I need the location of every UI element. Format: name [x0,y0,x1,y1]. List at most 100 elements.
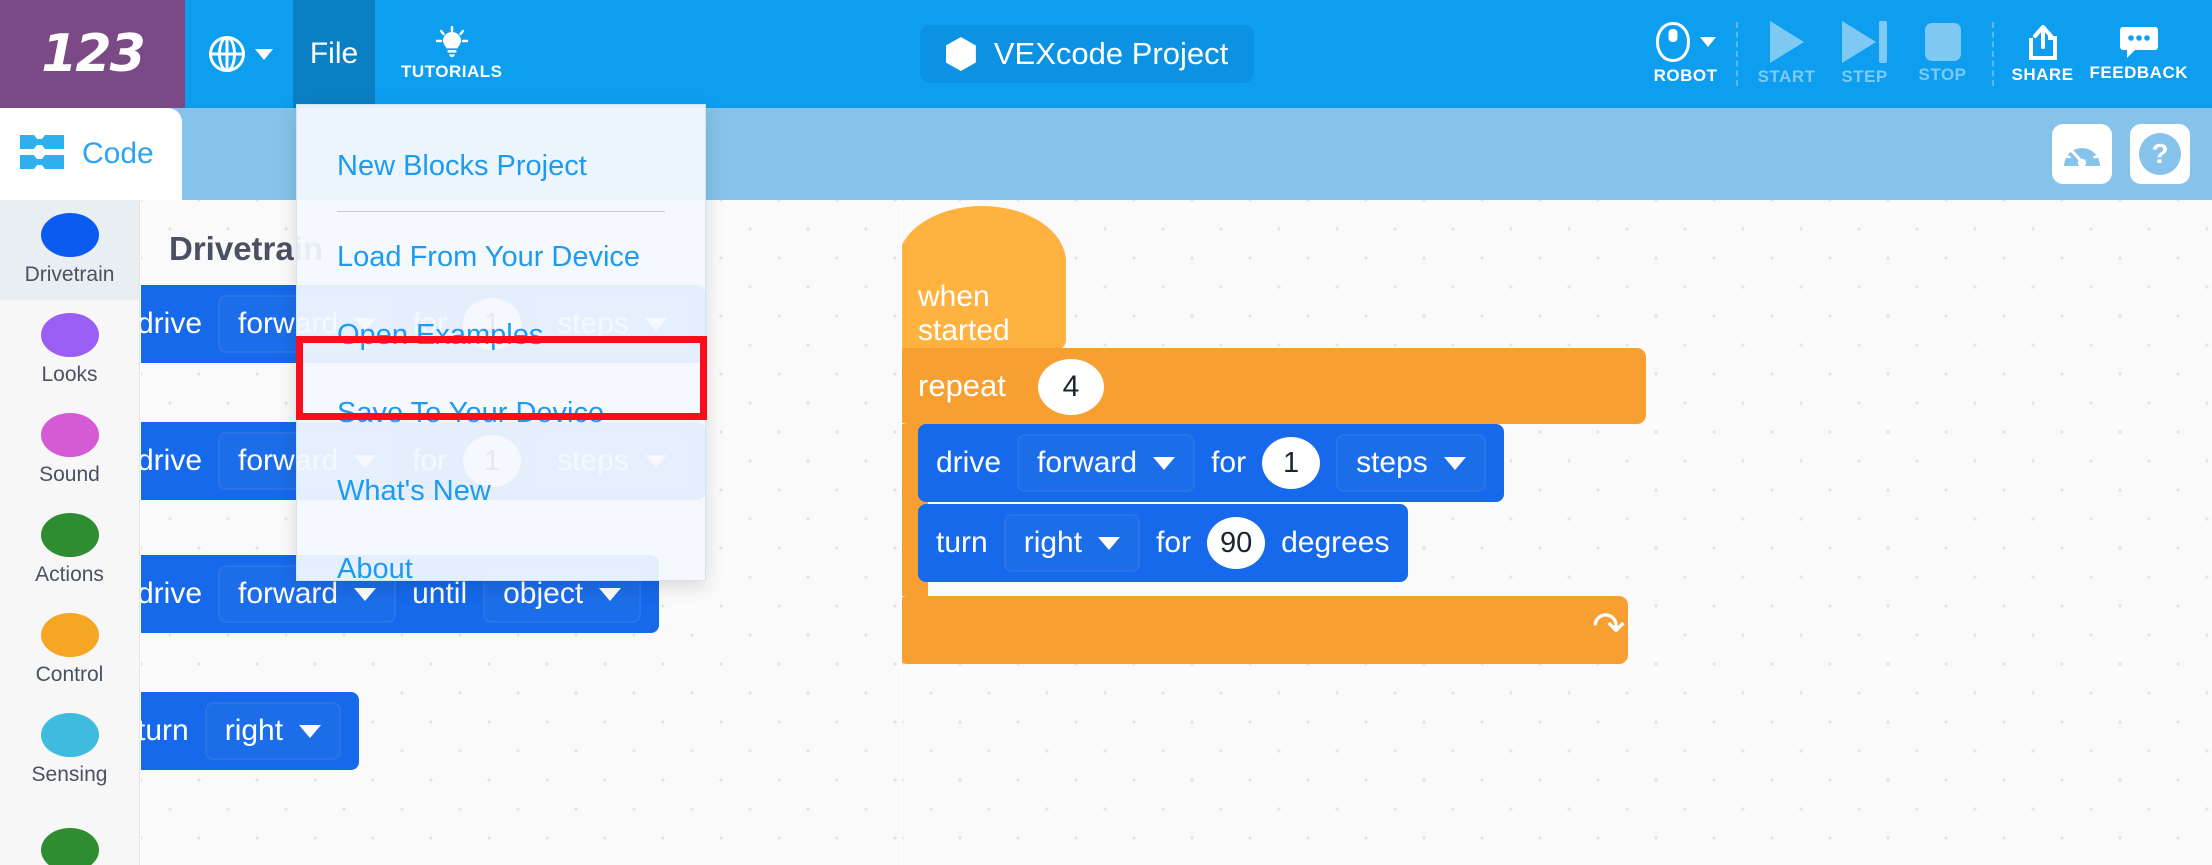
toolbar-divider [1991,22,1994,86]
direction-dropdown[interactable]: right [204,702,342,760]
amount-input[interactable]: 1 [1262,437,1321,489]
subheader-actions: ? [2052,108,2190,200]
category-dot [40,613,99,657]
sidebar-item-sensing[interactable]: Sensing [0,700,139,800]
toolbar-actions: ROBOT START STEP STOP [1646,0,2212,108]
block-label: drive [141,307,203,340]
loop-arrow-icon: ↷ [1592,605,1626,649]
play-icon [1769,21,1804,63]
share-button[interactable]: SHARE [2004,0,2082,108]
repeat-count-input[interactable]: 4 [1038,359,1104,415]
sidebar-item-looks[interactable]: Looks [0,300,139,400]
direction-dropdown[interactable]: forward [218,565,397,623]
code-workspace: when started repeat 4 ↷ drive forward fo… [902,200,2212,865]
category-dot [40,213,99,257]
robot-button[interactable]: ROBOT [1646,0,1726,108]
degrees-input[interactable]: 90 [1207,517,1266,569]
sidebar-item-sound[interactable]: Sound [0,400,139,500]
block-label: drive [141,444,203,477]
step-icon [1842,21,1888,63]
hexagon-icon [945,37,976,71]
sidebar-item-drivetrain[interactable]: Drivetrain [0,200,139,300]
block-label: for [1211,446,1247,479]
toolbar-divider [1735,22,1738,86]
globe-icon [209,36,245,72]
block-when-started[interactable]: when started [902,206,1066,350]
sidebar-item-control[interactable]: Control [0,600,139,700]
category-dot [40,413,99,457]
start-button[interactable]: START [1748,0,1826,108]
chevron-down-icon [1098,536,1121,550]
chevron-down-icon [1153,456,1176,470]
block-label: for [1156,526,1192,559]
share-label: SHARE [2011,65,2074,84]
chevron-down-icon [1443,456,1466,470]
robot-label: ROBOT [1653,66,1718,85]
robot-icon [1655,22,1690,62]
menu-item-open-examples[interactable]: Open Examples [337,318,544,351]
lightbulb-icon [435,26,469,60]
menu-item-load-from-your-device[interactable]: Load From Your Device [337,240,641,273]
sidebar-item-label: Control [35,663,104,686]
block-label: turn [141,714,189,747]
dropdown-value: right [224,714,284,747]
block-label: repeat [918,368,1006,403]
stop-button[interactable]: STOP [1904,0,1982,108]
menu-item-about[interactable]: About [337,552,413,585]
stop-label: STOP [1918,65,1967,84]
sidebar-item-next[interactable] [0,800,139,865]
sidebar-item-label: Sound [39,463,100,486]
hat-cap [902,206,1066,266]
unit-dropdown[interactable]: steps [1336,434,1486,492]
sidebar-item-label: Drivetrain [24,263,115,286]
block-label: when started [918,280,1010,347]
dropdown-value: right [1023,526,1083,559]
sidebar-item-label: Sensing [31,763,108,786]
language-selector[interactable] [185,0,293,108]
chevron-down-icon [1699,37,1716,47]
feedback-button[interactable]: FEEDBACK [2082,0,2196,108]
tab-code[interactable]: Code [0,108,182,200]
category-sidebar: Drivetrain Looks Sound Actions Control S… [0,200,140,865]
question-mark-icon: ? [2139,133,2181,175]
menu-item-whats-new[interactable]: What's New [337,474,491,507]
dashboard-button[interactable] [2052,124,2112,184]
category-dot [40,828,99,865]
direction-dropdown[interactable]: right [1003,514,1141,572]
chevron-down-icon [354,587,377,601]
dropdown-value: forward [238,577,339,610]
dropdown-value: object [503,577,584,610]
category-dot [40,313,99,357]
sidebar-item-label: Actions [35,563,104,586]
block-label: turn [936,526,988,559]
repeat-footer [902,596,1628,664]
step-label: STEP [1841,67,1888,86]
blocks-icon [20,133,68,175]
sidebar-item-actions[interactable]: Actions [0,500,139,600]
block-label: drive [141,577,203,610]
direction-dropdown[interactable]: forward [1017,434,1196,492]
toolbar-spacer-right [1254,0,1645,108]
chevron-down-icon [599,587,622,601]
help-button[interactable]: ? [2130,124,2190,184]
menu-item-new-blocks-project[interactable]: New Blocks Project [337,149,587,182]
stop-icon [1924,23,1961,61]
dropdown-value: steps [1356,446,1428,479]
feedback-icon [2119,25,2159,59]
repeat-header [902,348,1646,424]
menu-divider [337,211,665,212]
tutorials-label: TUTORIALS [401,62,503,81]
block-turn-right-degrees[interactable]: turn right for 90 degrees [918,504,1408,582]
feedback-label: FEEDBACK [2089,63,2188,82]
palette-block-turn[interactable]: turn right [141,692,360,770]
block-drive-forward-steps[interactable]: drive forward for 1 steps [918,424,1504,502]
category-dot [40,713,99,757]
tutorials-button[interactable]: TUTORIALS [375,0,528,108]
file-menu-button[interactable]: File [293,0,375,108]
menu-item-save-to-your-device[interactable]: Save To Your Device [337,396,605,429]
step-button[interactable]: STEP [1826,0,1904,108]
file-dropdown-menu: New Blocks Project Load From Your Device… [296,104,706,585]
gauge-icon [2062,135,2102,174]
project-name-field[interactable]: VEXcode Project [919,25,1255,83]
